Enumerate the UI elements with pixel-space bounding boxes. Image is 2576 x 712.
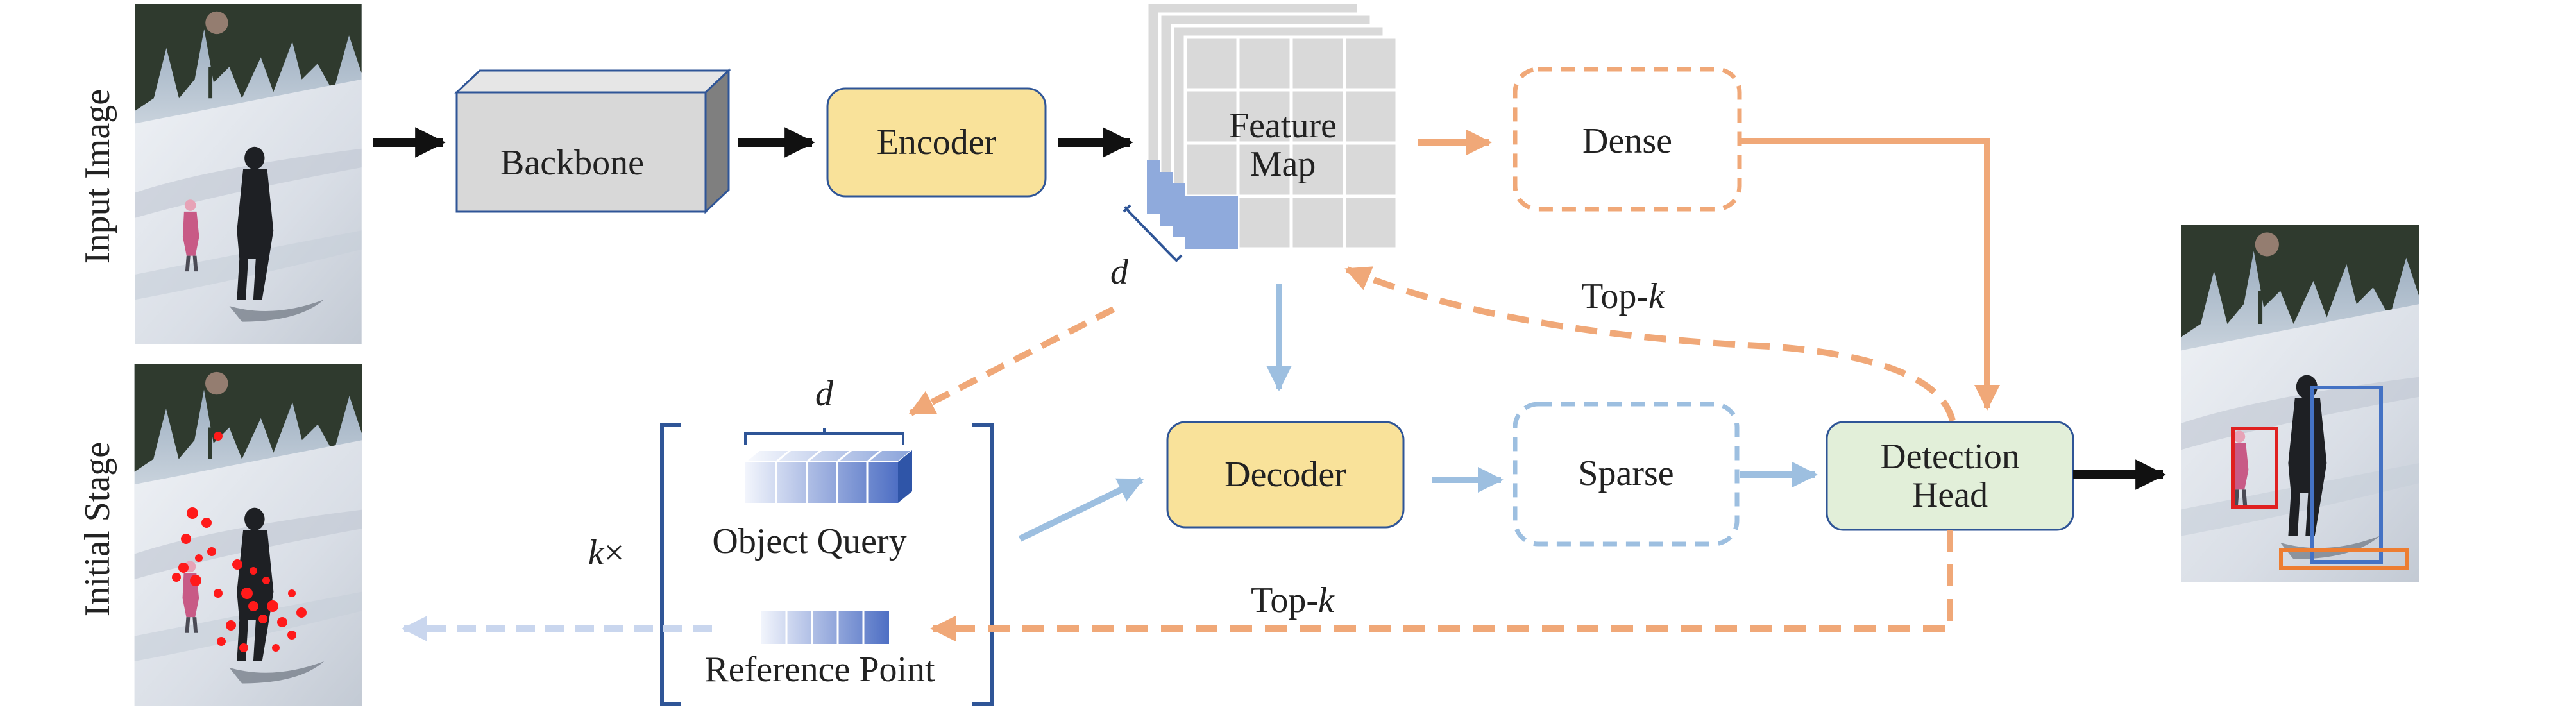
feature-map-label-line2: Map [1250,144,1316,184]
reference-point-label: Reference Point [704,650,935,690]
feature-depth-bracket [1124,205,1183,262]
query-bracket-right [972,423,994,706]
detection-head-block: Detection Head [1826,421,2074,531]
query-bracket-left [660,423,681,706]
query-dim-d-label: d [815,374,834,414]
output-image-panel [2181,225,2419,582]
k-times-label: k× [588,533,624,573]
ski-photo-output-icon [2181,225,2419,582]
arrow-feature-map-to-object-query [908,306,1115,416]
top-k-upper-label: Top-k [1581,276,1665,316]
feature-map-stack: Feature Map d [1110,1,1399,292]
detection-head-label-line1: Detection [1880,437,2020,477]
encoder-label: Encoder [877,123,997,162]
initial-stage-panel: Initial Stage [78,364,362,706]
detection-box-child [2231,427,2278,509]
feature-depth-d-label: d [1110,252,1129,292]
arrow-detection-head-to-reference-point-topk [930,530,1953,641]
ski-photo-input-icon [135,4,361,344]
input-image-panel: Input Image [78,4,362,344]
backbone-block: Backbone [454,68,731,214]
initial-stage-label: Initial Stage [78,442,117,616]
object-query-label: Object Query [712,521,906,561]
detection-box-ski [2279,548,2409,570]
sparse-label: Sparse [1578,453,1674,493]
ski-photo-initial-stage-icon [135,364,362,706]
sparse-block: Sparse [1513,402,1740,547]
dense-label: Dense [1582,121,1672,161]
initial-reference-points [172,432,307,652]
top-k-lower-label: Top-k [1251,581,1335,620]
feature-map-label-line1: Feature [1229,106,1337,146]
detection-box-adult [2310,386,2383,564]
decoder-block: Decoder [1166,421,1405,529]
backbone-label: Backbone [500,143,644,183]
input-image-label: Input Image [78,89,117,264]
arrow-detection-head-to-feature-map-topk [1344,266,1956,422]
arrow-dense-to-detection-head [1740,138,2000,411]
object-query-icon: d Object Query [712,374,914,561]
reference-point-icon: Reference Point [704,611,935,690]
encoder-block: Encoder [826,87,1047,198]
dense-block: Dense [1513,67,1742,212]
arrow-query-to-decoder [1018,477,1144,542]
decoder-label: Decoder [1224,455,1346,495]
detection-head-label-line2: Head [1912,475,1988,515]
